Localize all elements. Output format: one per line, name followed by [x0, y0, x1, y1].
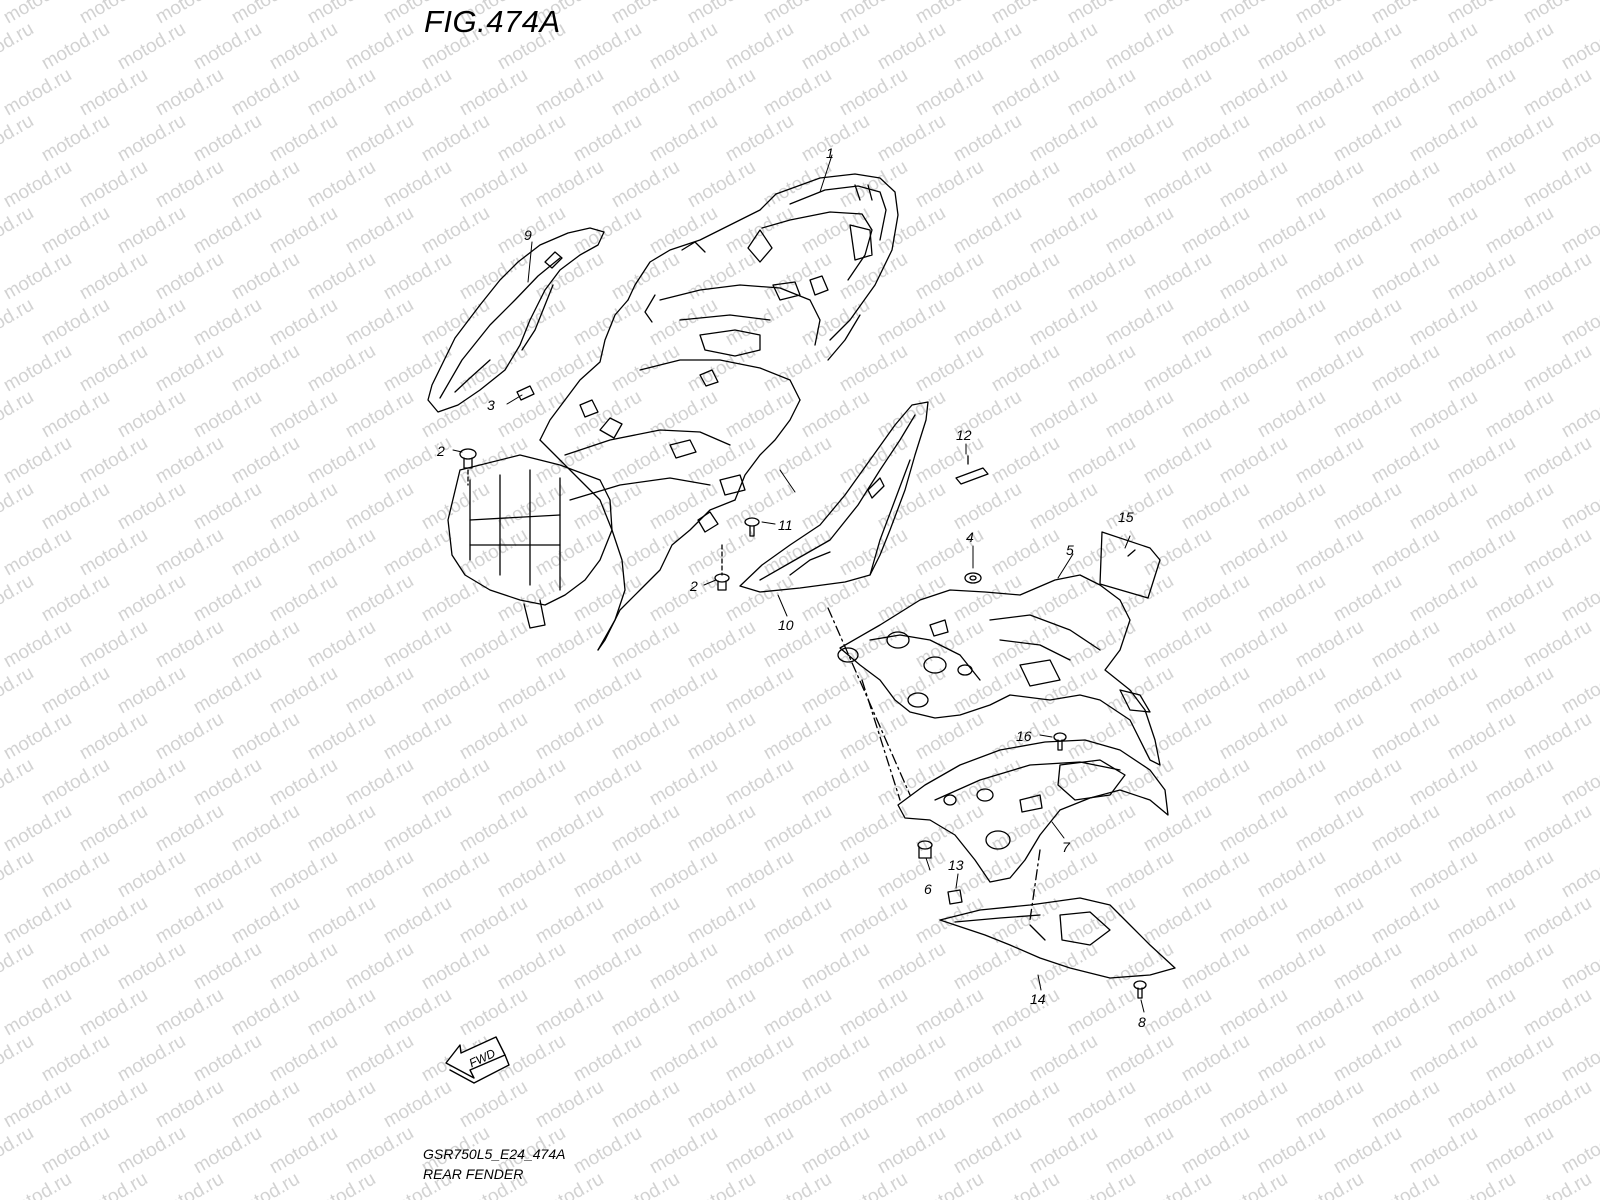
callout-15: 15	[1118, 509, 1134, 525]
callout-2-lower: 2	[689, 578, 698, 594]
footer-diagram-code: GSR750L5_E24_474A	[423, 1146, 566, 1162]
part-9-left-side-cover[interactable]	[427, 227, 605, 413]
fwd-arrow: FWD	[445, 1036, 510, 1084]
callout-3: 3	[487, 397, 495, 413]
part-5-fender-bracket[interactable]	[837, 574, 1161, 766]
part-14-mud-flap[interactable]	[939, 897, 1176, 979]
callout-8: 8	[1138, 1014, 1146, 1030]
callout-10: 10	[778, 617, 794, 633]
callout-14: 14	[1030, 991, 1046, 1007]
part-3-clip[interactable]	[516, 385, 535, 401]
callout-9: 9	[524, 227, 532, 243]
callout-4: 4	[966, 529, 974, 545]
callout-13: 13	[948, 857, 964, 873]
assembly-lines	[827, 607, 1041, 921]
figure-title: FIG.474A	[424, 4, 561, 39]
callout-2-upper: 2	[436, 443, 445, 459]
part-battery-tray	[447, 454, 613, 629]
callout-5: 5	[1066, 542, 1074, 558]
part-8-screw[interactable]	[1133, 980, 1147, 999]
part-4-nut[interactable]	[964, 572, 982, 584]
callout-7: 7	[1062, 839, 1071, 855]
callouts: 1 2 3 4 5 6 7 8 9 10 11 12 13 14 15 16 2	[436, 145, 1146, 1030]
part-11-screw[interactable]	[744, 517, 760, 537]
callout-16: 16	[1016, 728, 1032, 744]
callout-11: 11	[778, 517, 793, 533]
callout-6: 6	[924, 881, 932, 897]
part-2-bolt-upper[interactable]	[459, 448, 477, 486]
callout-12: 12	[956, 427, 972, 443]
part-1-rear-frame[interactable]	[539, 173, 899, 651]
part-15-plate[interactable]	[1099, 531, 1161, 599]
part-7-inner-fender[interactable]	[897, 739, 1169, 883]
part-10-right-side-cover[interactable]	[739, 401, 929, 593]
part-12-pad[interactable]	[955, 455, 989, 485]
part-13-clip[interactable]	[947, 889, 963, 905]
footer-diagram-name: REAR FENDER	[423, 1166, 524, 1182]
part-2-bolt-lower[interactable]	[714, 544, 730, 591]
leader-lines	[452, 154, 1145, 1013]
callout-1: 1	[826, 145, 834, 161]
part-6-grommet[interactable]	[917, 840, 933, 859]
